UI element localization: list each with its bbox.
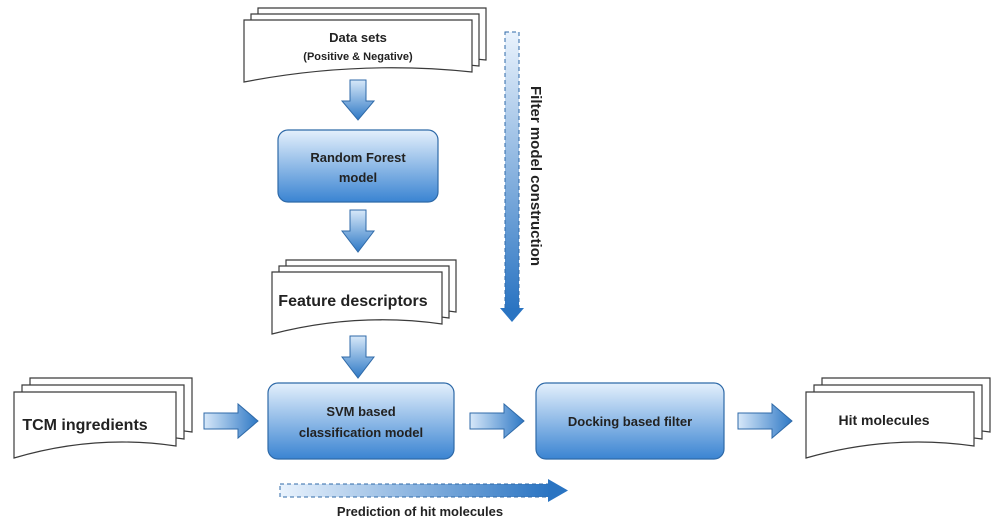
- svm-line1: SVM based: [326, 404, 395, 419]
- datasets-title: Data sets: [329, 30, 387, 45]
- svm-line2: classification model: [299, 425, 423, 440]
- prediction-arrow: [279, 479, 568, 502]
- random-forest-line2: model: [339, 170, 377, 185]
- feature-descriptors-document: Feature descriptors: [271, 259, 457, 335]
- hit-molecules-document: Hit molecules: [805, 377, 991, 459]
- random-forest-line1: Random Forest: [310, 150, 406, 165]
- arrow-right-svm-to-docking: [469, 402, 525, 440]
- tcm-ingredients-label: TCM ingredients: [22, 417, 147, 434]
- filter-model-arrow: [500, 31, 524, 322]
- tcm-ingredients-document: TCM ingredients: [13, 377, 193, 459]
- datasets-subtitle: (Positive & Negative): [303, 51, 413, 63]
- arrow-down-features-to-svm: [340, 335, 376, 379]
- arrow-down-rf-to-features: [340, 209, 376, 253]
- docking-box: Docking based filter: [535, 382, 725, 460]
- arrow-right-docking-to-hits: [737, 402, 793, 440]
- docking-label: Docking based filter: [568, 414, 692, 429]
- datasets-document: Data sets (Positive & Negative): [243, 7, 487, 83]
- feature-descriptors-label: Feature descriptors: [278, 293, 427, 310]
- arrow-down-datasets-to-rf: [340, 79, 376, 121]
- svm-box: SVM based classification model: [267, 382, 455, 460]
- filter-model-label: Filter model construction: [527, 86, 544, 266]
- random-forest-box: Random Forest model: [277, 129, 439, 203]
- arrow-right-tcm-to-svm: [203, 402, 259, 440]
- prediction-label: Prediction of hit molecules: [337, 504, 503, 519]
- hit-molecules-label: Hit molecules: [838, 412, 929, 428]
